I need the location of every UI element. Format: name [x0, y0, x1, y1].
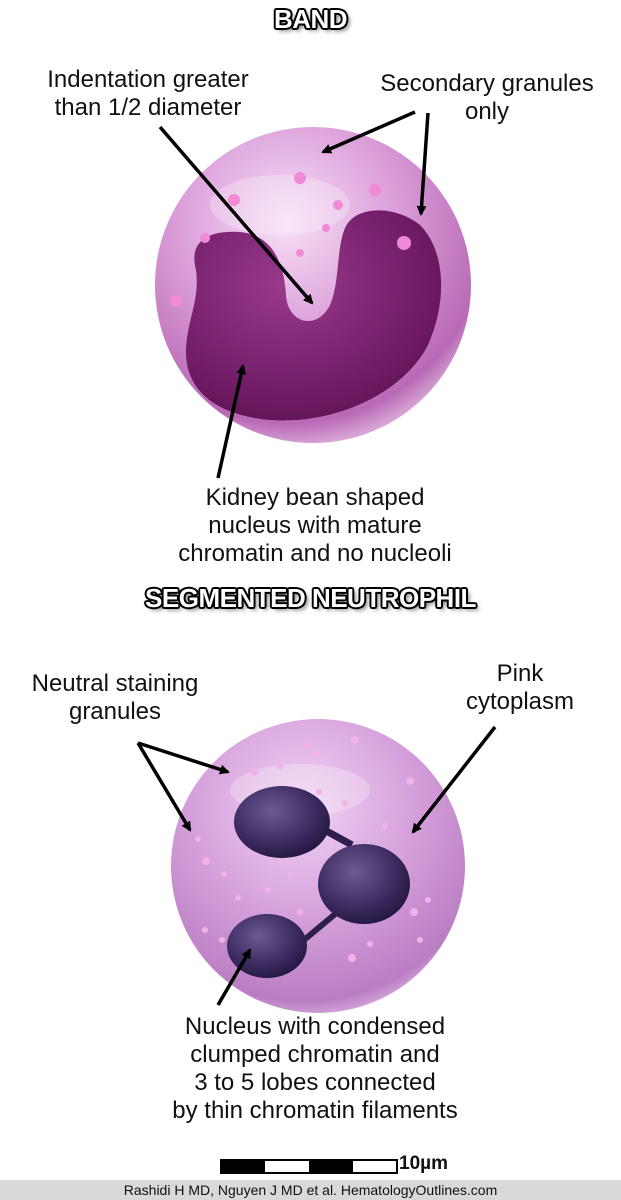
segmented-neutrophil-cell — [171, 719, 465, 1013]
neutral-granules — [195, 736, 431, 962]
band-cell — [155, 127, 471, 443]
scale-bar-label: 10µm — [399, 1153, 448, 1174]
band-heading: BAND — [273, 4, 348, 34]
label-neutral-granules: Neutral staining granules — [31, 670, 199, 725]
label-nucleus: Nucleus with condensed clumped chromatin… — [172, 1013, 458, 1124]
label-kidney-nucleus: Kidney bean shaped nucleus with mature c… — [178, 484, 452, 567]
secondary-granules — [170, 172, 411, 307]
scale-bar — [220, 1159, 398, 1174]
credit-footer: Rashidi H MD, Nguyen J MD et al. Hematol… — [0, 1180, 621, 1200]
segmented-neutrophil-heading: SEGMENTED NEUTROPHIL — [145, 583, 476, 613]
band-nucleus — [185, 210, 442, 421]
label-pink-cytoplasm: Pink cytoplasm — [465, 660, 575, 715]
nucleus-lobe-1 — [234, 786, 330, 858]
nucleus-lobe-2 — [318, 844, 410, 924]
label-secondary-granules: Secondary granules only — [380, 70, 594, 125]
nucleus-lobe-3 — [227, 914, 307, 978]
annotation-arrows — [136, 110, 497, 1006]
label-indentation: Indentation greater than 1/2 diameter — [47, 66, 249, 121]
